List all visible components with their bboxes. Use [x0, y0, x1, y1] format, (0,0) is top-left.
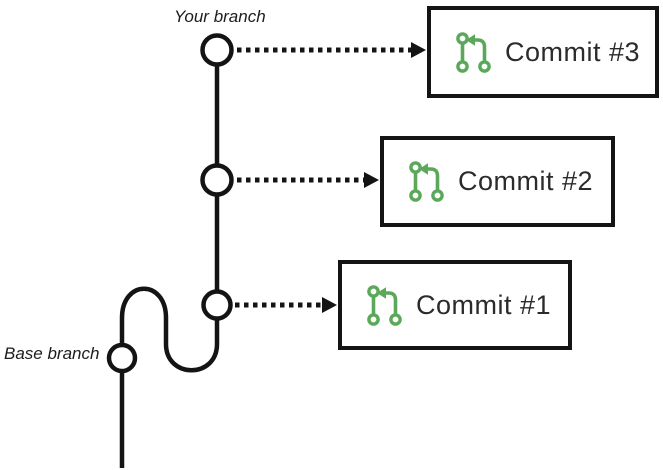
git-pull-request-icon — [367, 284, 402, 326]
your-branch-label: Your branch — [174, 7, 266, 26]
commit-box-label: Commit #1 — [416, 289, 552, 320]
git-pull-request-icon — [409, 161, 444, 202]
your-branch-node-top — [200, 33, 234, 67]
branch-path — [119, 50, 220, 468]
arrowhead-commit2 — [364, 172, 379, 188]
commit-box-3: Commit #3 — [427, 6, 659, 98]
commit-box-1: Commit #1 — [338, 260, 572, 350]
commit-box-label: Commit #2 — [458, 166, 594, 196]
base-branch-node — [106, 342, 138, 374]
git-pull-request-icon — [456, 31, 491, 73]
commit-box-label: Commit #3 — [505, 36, 641, 67]
base-branch-label: Base branch — [4, 344, 100, 363]
commit-box-2: Commit #2 — [380, 136, 615, 227]
arrowhead-commit3 — [411, 42, 426, 58]
arrowhead-commit1 — [322, 297, 337, 313]
your-branch-node-bottom — [201, 289, 233, 321]
your-branch-node-middle — [200, 163, 234, 197]
